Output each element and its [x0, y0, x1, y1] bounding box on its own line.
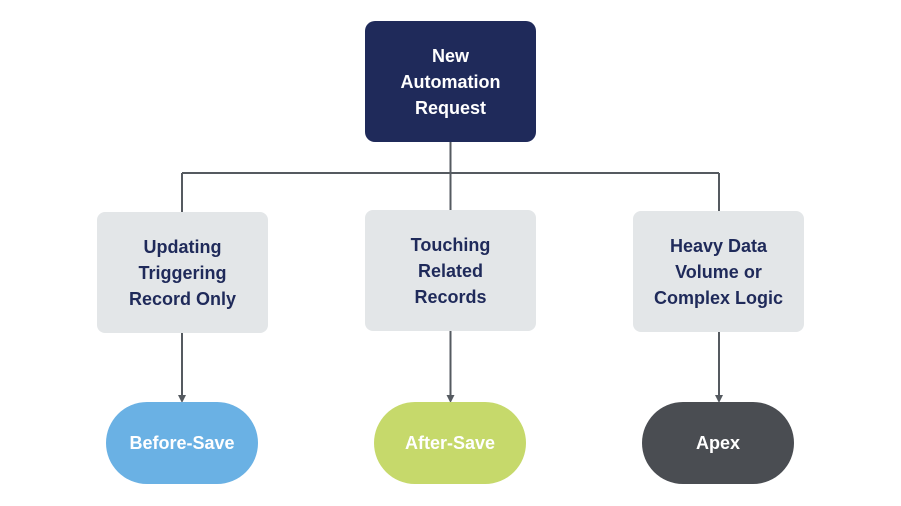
root-node-new-automation-request: New Automation Request: [365, 21, 536, 142]
outcome-label: After-Save: [404, 433, 496, 453]
condition-node-heavy-data-volume: Heavy Data Volume or Complex Logic: [633, 211, 804, 332]
condition-node-updating-triggering-record: Updating Triggering Record Only: [97, 212, 268, 333]
outcome-label: Apex: [695, 433, 740, 453]
outcome-node-apex: Apex: [642, 402, 794, 484]
root-node-label: New Automation Request: [400, 45, 501, 118]
outcome-node-after-save: After-Save: [374, 402, 526, 484]
condition-label: Heavy Data Volume or Complex Logic: [653, 235, 783, 308]
outcome-label: Before-Save: [129, 433, 235, 453]
condition-label: Updating Triggering Record Only: [128, 236, 237, 309]
condition-label: Touching Related Records: [410, 234, 491, 307]
condition-node-touching-related-records: Touching Related Records: [365, 210, 536, 331]
outcome-node-before-save: Before-Save: [106, 402, 258, 484]
